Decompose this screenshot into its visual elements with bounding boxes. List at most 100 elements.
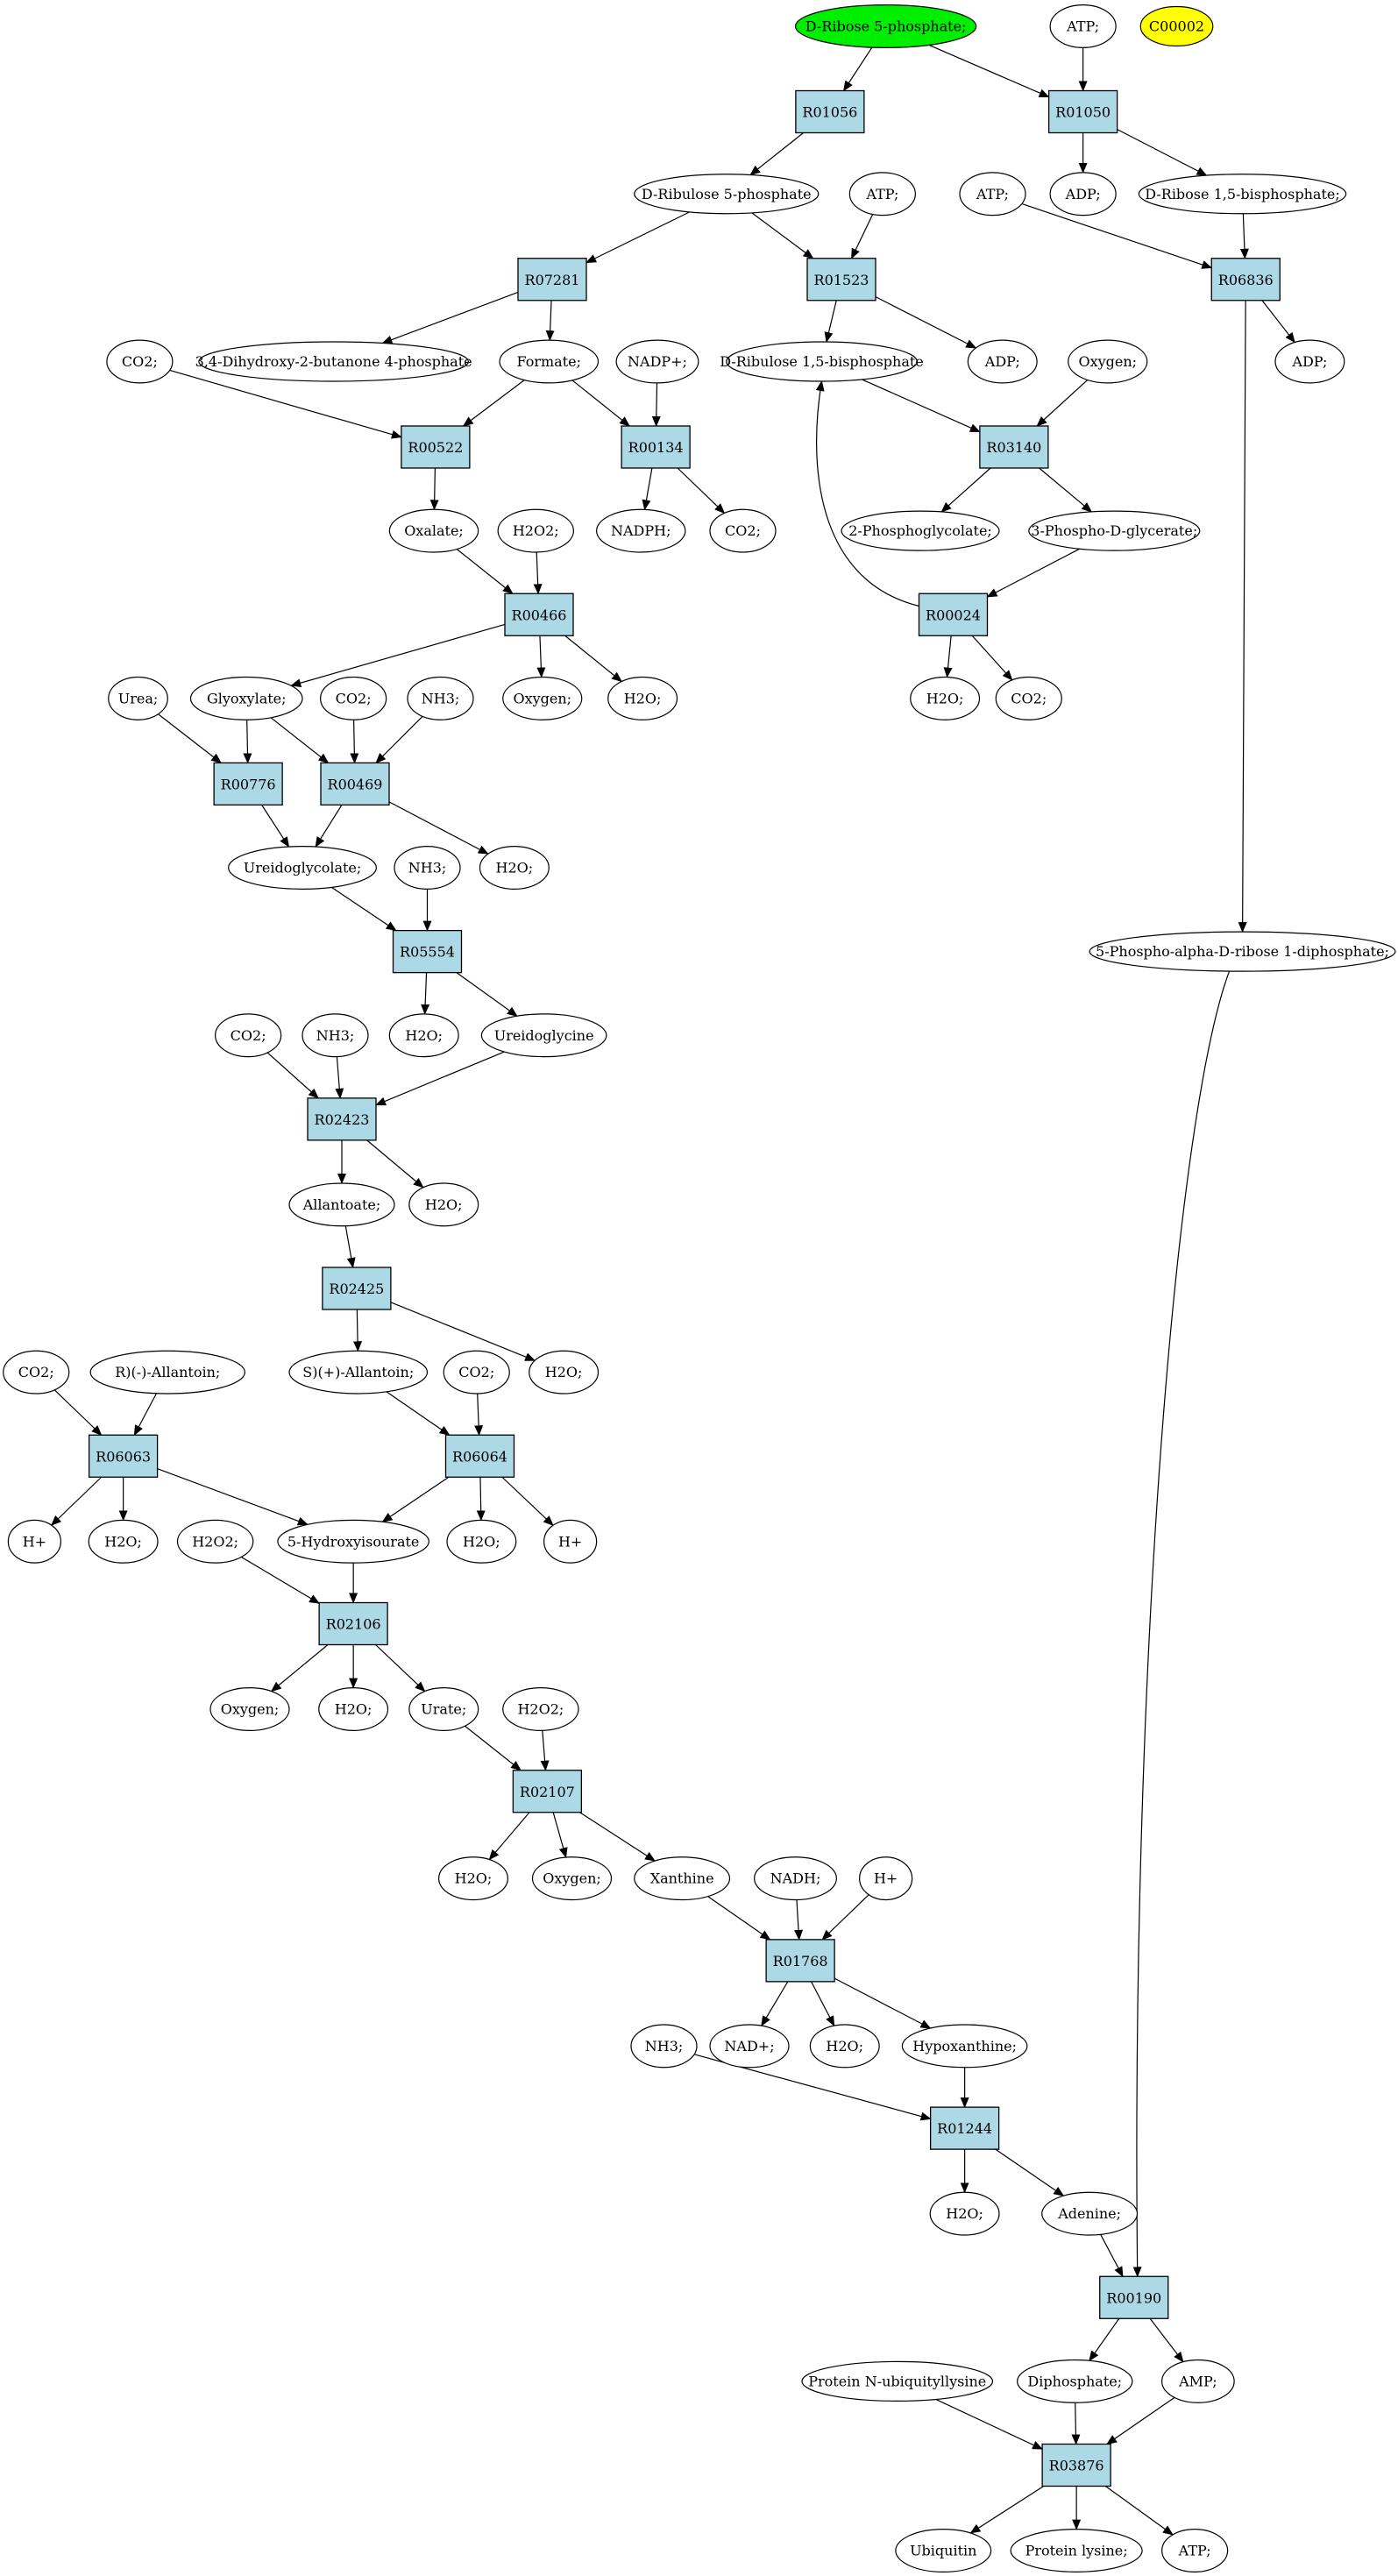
reaction-node-r06063[interactable]: R06063 — [88, 1434, 159, 1478]
compound-node-co2e[interactable]: CO2; — [215, 1013, 282, 1058]
compound-node-nadh[interactable]: NADH; — [754, 1856, 837, 1901]
compound-node-h2od[interactable]: H2O; — [388, 1013, 459, 1058]
compound-node-co2f[interactable]: CO2; — [3, 1350, 70, 1394]
reaction-box — [307, 1097, 377, 1141]
reaction-node-r00522[interactable]: R00522 — [401, 425, 471, 469]
compound-node-nh3a[interactable]: NH3; — [407, 676, 474, 720]
compound-node-ribulose5p[interactable]: D-Ribulose 5-phosphate — [634, 174, 820, 215]
compound-node-oxygen3[interactable]: Oxygen; — [209, 1687, 290, 1731]
reaction-node-r00466[interactable]: R00466 — [504, 593, 574, 636]
compound-node-h2o2b[interactable]: H2O2; — [176, 1519, 254, 1564]
highlighted-compound-node[interactable]: C00002 — [1139, 5, 1214, 47]
compound-node-glyoxylate[interactable]: Glyoxylate; — [189, 676, 303, 720]
start-compound-node[interactable]: D-Ribose 5-phosphate; — [794, 4, 977, 48]
compound-node-diphosphate[interactable]: Diphosphate; — [1017, 2359, 1133, 2403]
reaction-node-r01244[interactable]: R01244 — [929, 2106, 1000, 2150]
reaction-node-r01050[interactable]: R01050 — [1047, 89, 1118, 134]
reaction-node-r01056[interactable]: R01056 — [795, 89, 865, 134]
compound-node-h2o2c[interactable]: H2O2; — [502, 1687, 579, 1731]
compound-node-h2oa[interactable]: H2O; — [607, 676, 678, 720]
compound-label: Urea; — [118, 690, 159, 706]
compound-node-hypoxanthine[interactable]: Hypoxanthine; — [901, 2024, 1028, 2069]
compound-node-proteinlysine[interactable]: Protein lysine; — [1010, 2529, 1143, 2572]
compound-node-amp[interactable]: AMP; — [1161, 2359, 1235, 2403]
compound-node-sallantoin[interactable]: S)(+)-Allantoin; — [288, 1350, 429, 1394]
compound-node-h2oh[interactable]: H2O; — [446, 1519, 517, 1564]
compound-node-atp3[interactable]: ATP; — [959, 172, 1026, 216]
compound-node-nad[interactable]: NAD+; — [709, 2024, 790, 2069]
compound-label: S)(+)-Allantoin; — [302, 1364, 414, 1380]
compound-node-rallantoin[interactable]: R)(-)-Allantoin; — [89, 1350, 245, 1394]
compound-node-adp3[interactable]: ADP; — [1274, 339, 1345, 384]
compound-node-h2oj[interactable]: H2O; — [438, 1856, 508, 1901]
compound-node-oxygen4[interactable]: Oxygen; — [531, 1856, 613, 1901]
compound-node-h2o2a[interactable]: H2O2; — [497, 508, 574, 553]
compound-node-ribulose15bp[interactable]: D-Ribulose 1,5-bisphosphate — [720, 341, 924, 382]
compound-node-hplus2[interactable]: H+ — [543, 1519, 598, 1564]
reaction-node-r02425[interactable]: R02425 — [322, 1267, 392, 1310]
reaction-node-r02106[interactable]: R02106 — [318, 1601, 388, 1646]
compound-node-urate[interactable]: Urate; — [408, 1687, 479, 1731]
reaction-node-r01768[interactable]: R01768 — [765, 1939, 835, 1983]
compound-node-nh3d[interactable]: NH3; — [630, 2024, 698, 2069]
edge-R01768-to-nad — [761, 1981, 789, 2027]
compound-node-h2ok[interactable]: H2O; — [809, 2024, 880, 2069]
compound-node-h2oc[interactable]: H2O; — [479, 846, 550, 890]
compound-node-hydroxyisourate[interactable]: 5-Hydroxyisourate — [277, 1519, 429, 1564]
compound-node-h2ol[interactable]: H2O; — [929, 2191, 1000, 2236]
reaction-node-r02423[interactable]: R02423 — [307, 1097, 377, 1141]
compound-node-co2b[interactable]: CO2; — [709, 508, 777, 553]
compound-node-co2d[interactable]: CO2; — [995, 676, 1062, 720]
compound-node-oxygen1[interactable]: Oxygen; — [1068, 339, 1148, 384]
compound-node-co2a[interactable]: CO2; — [106, 339, 174, 384]
compound-node-allantoate[interactable]: Allantoate; — [288, 1182, 395, 1227]
reaction-node-r05554[interactable]: R05554 — [392, 929, 463, 974]
compound-node-h2og[interactable]: H2O; — [88, 1519, 159, 1564]
compound-node-ubiquitin[interactable]: Ubiquitin — [895, 2529, 992, 2572]
compound-node-co2c[interactable]: CO2; — [320, 676, 387, 720]
compound-node-xanthine[interactable]: Xanthine — [634, 1856, 731, 1901]
compound-node-adp1[interactable]: ADP; — [1049, 172, 1117, 216]
compound-node-phosphoglycolate[interactable]: 2-Phosphoglycolate; — [841, 510, 1000, 551]
compound-node-ureidoglycolate[interactable]: Ureidoglycolate; — [228, 846, 377, 890]
compound-node-nadp[interactable]: NADP+; — [615, 339, 699, 384]
compound-node-h2of[interactable]: H2O; — [529, 1350, 600, 1394]
compound-node-prpp[interactable]: 5-Phospho-alpha-D-ribose 1-diphosphate; — [1089, 931, 1396, 972]
compound-node-hplus3[interactable]: H+ — [859, 1856, 913, 1901]
compound-node-hplus1[interactable]: H+ — [7, 1519, 61, 1564]
reaction-node-r06064[interactable]: R06064 — [444, 1434, 515, 1478]
compound-node-h2oi[interactable]: H2O; — [318, 1687, 389, 1731]
compound-node-phosphoglycerate[interactable]: 3-Phospho-D-glycerate; — [1028, 510, 1201, 551]
compound-node-oxygen2[interactable]: Oxygen; — [502, 676, 583, 720]
reaction-node-r00776[interactable]: R00776 — [213, 762, 283, 806]
reaction-node-r00134[interactable]: R00134 — [621, 425, 691, 469]
compound-node-h2oe[interactable]: H2O; — [408, 1182, 479, 1227]
compound-node-nh3b[interactable]: NH3; — [394, 846, 461, 890]
reaction-node-r01523[interactable]: R01523 — [806, 258, 876, 302]
compound-node-co2g[interactable]: CO2; — [443, 1350, 510, 1394]
reaction-node-r06836[interactable]: R06836 — [1210, 258, 1281, 302]
compound-node-formate[interactable]: Formate; — [499, 339, 600, 384]
reaction-node-r03140[interactable]: R03140 — [979, 425, 1049, 469]
compound-node-adp2[interactable]: ADP; — [967, 339, 1038, 384]
reaction-node-r07281[interactable]: R07281 — [517, 258, 587, 302]
compound-node-oxalate[interactable]: Oxalate; — [388, 508, 479, 553]
compound-node-urea[interactable]: Urea; — [108, 676, 168, 720]
compound-node-ureidoglycine[interactable]: Ureidoglycine — [480, 1013, 607, 1058]
reaction-node-r00024[interactable]: R00024 — [918, 593, 989, 636]
compound-node-nadph[interactable]: NADPH; — [596, 508, 686, 553]
compound-node-atp2[interactable]: ATP; — [848, 172, 916, 216]
compound-node-ribose15bp[interactable]: D-Ribose 1,5-bisphosphate; — [1138, 174, 1347, 215]
compound-node-protlysubq[interactable]: Protein N-ubiquityllysine — [801, 2360, 994, 2402]
reaction-node-r03876[interactable]: R03876 — [1041, 2443, 1111, 2487]
reaction-label: R00190 — [1106, 2289, 1161, 2306]
reaction-node-r02107[interactable]: R02107 — [512, 1770, 583, 1813]
compound-node-dihydroxybutanone[interactable]: 3,4-Dihydroxy-2-butanone 4-phosphate — [195, 341, 472, 382]
compound-node-nh3c[interactable]: NH3; — [302, 1013, 369, 1058]
compound-node-atp4[interactable]: ATP; — [1161, 2529, 1229, 2572]
compound-node-adenine[interactable]: Adenine; — [1041, 2191, 1139, 2236]
reaction-node-r00469[interactable]: R00469 — [320, 762, 390, 806]
compound-node-h2ob[interactable]: H2O; — [910, 676, 981, 720]
compound-node-atp1[interactable]: ATP; — [1049, 4, 1117, 48]
reaction-node-r00190[interactable]: R00190 — [1099, 2275, 1169, 2319]
